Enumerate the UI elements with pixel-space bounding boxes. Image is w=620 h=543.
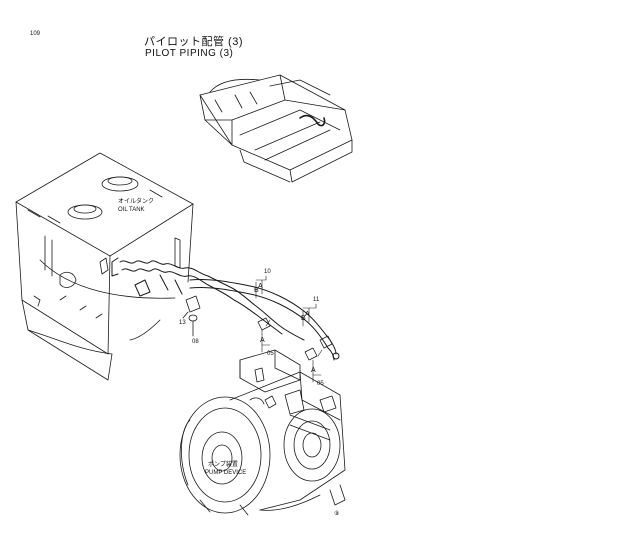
clamp-bolt-drawing [182, 295, 201, 337]
part-number-05-upper: 05 [267, 351, 274, 357]
page-title-japanese: パイロット配管 (3) [144, 36, 243, 48]
pump-device-label-japanese: ポンプ装置 [208, 462, 238, 468]
page-number: 109 [30, 31, 41, 37]
pump-device-label: PUMP DEVICE [205, 470, 247, 476]
leader-lines [255, 275, 323, 383]
page-title: PILOT PIPING (3) [145, 48, 234, 59]
pilot-hose-drawing [111, 257, 340, 361]
sheet-mark: ⑨ [334, 511, 340, 517]
connection-letter-b-upper: B [254, 287, 259, 294]
part-number-11: 11 [313, 297, 320, 303]
part-number-05-lower: 05 [317, 381, 324, 387]
fitting-letter-a-lower: A [311, 367, 316, 374]
part-number-13: 13 [179, 320, 186, 326]
part-number-08: 08 [192, 339, 199, 345]
seat-assembly-drawing [199, 74, 353, 183]
connection-letter-a-lower: A [305, 311, 310, 318]
pump-device-drawing [179, 349, 346, 516]
oil-tank-label: OIL TANK [118, 207, 145, 213]
connection-letter-b-lower: B [301, 315, 306, 322]
part-number-10: 10 [264, 269, 271, 275]
fitting-letter-a-upper: A [260, 337, 265, 344]
oil-tank-drawing [15, 152, 194, 381]
connection-letter-a-upper: A [258, 283, 263, 290]
fittings-drawing [257, 317, 333, 361]
oil-tank-label-japanese: オイルタンク [118, 199, 155, 205]
